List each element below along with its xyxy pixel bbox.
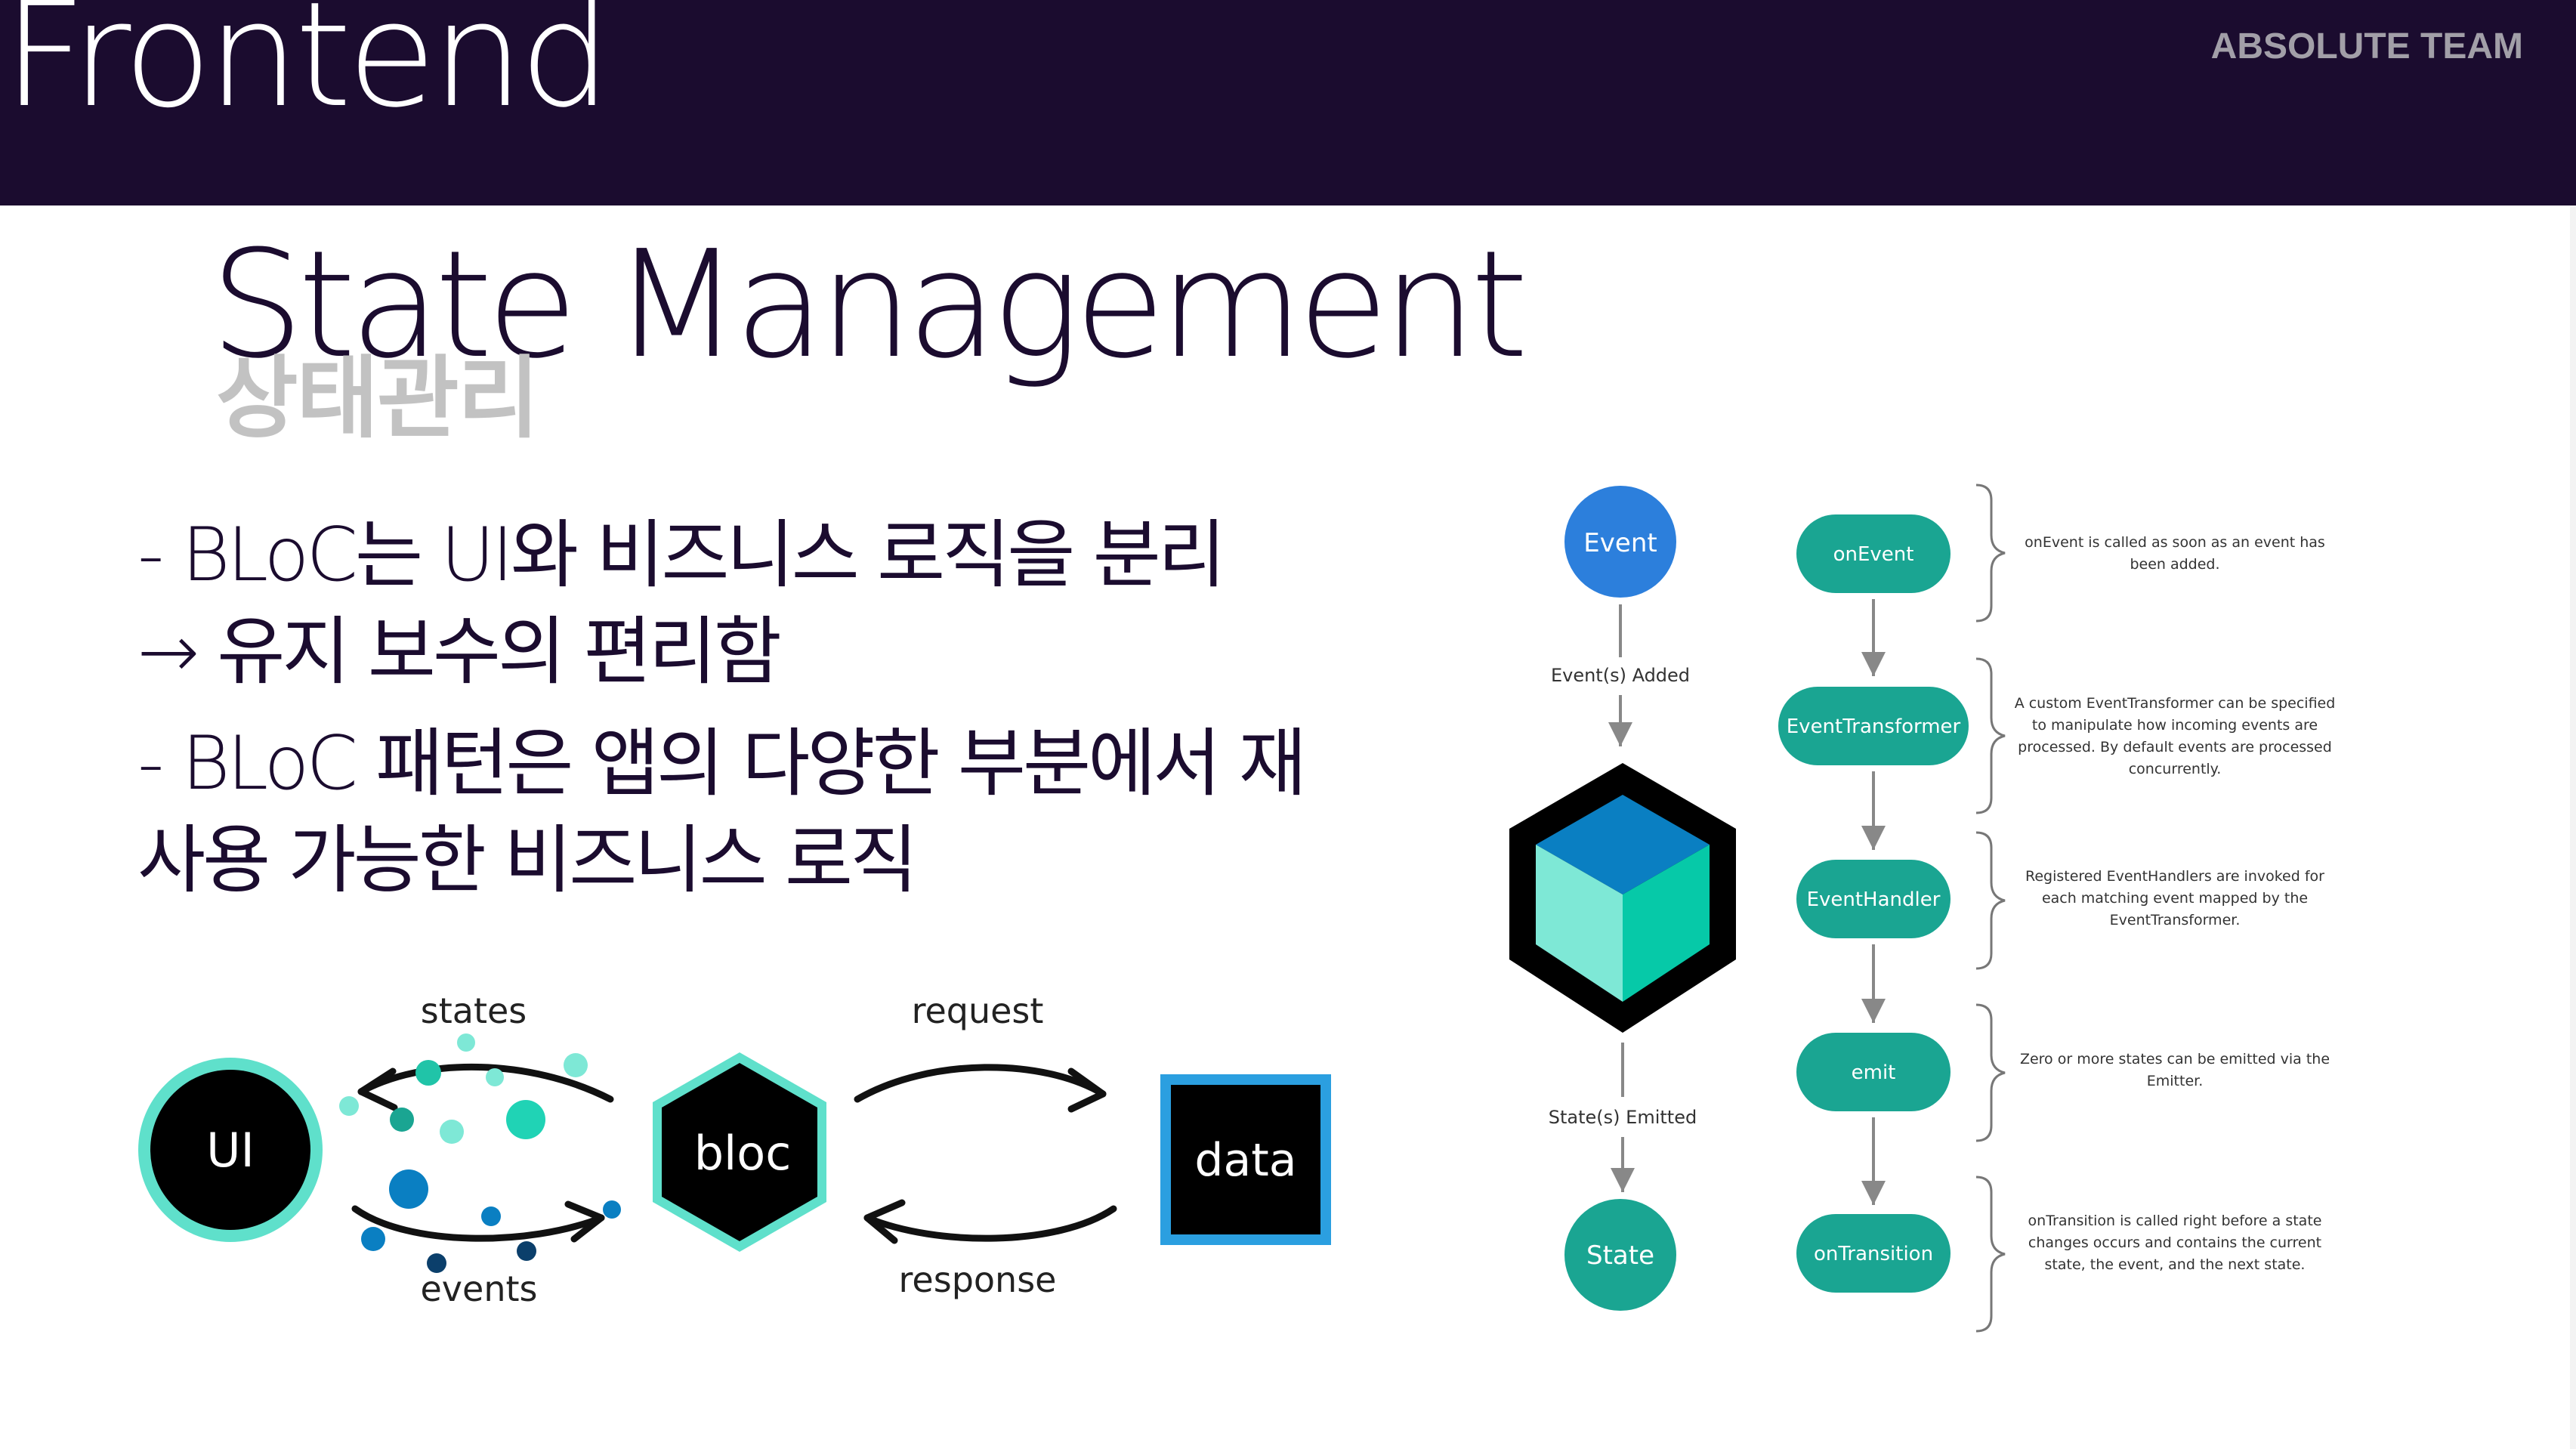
response-arrow bbox=[863, 1205, 1117, 1242]
bullet-line-2: → 유지 보수의 편리함 bbox=[137, 609, 782, 695]
bullet-line-4: 사용 가능한 비즈니스 로직 bbox=[137, 817, 918, 904]
step-eventhandler: EventHandler bbox=[1796, 860, 1951, 938]
events-label: events bbox=[421, 1268, 538, 1309]
bullet-line-3: - BLoC 패턴은 앱의 다양한 부분에서 재 bbox=[137, 721, 1307, 807]
request-arrow bbox=[854, 1064, 1107, 1103]
right-edge-strip bbox=[2570, 205, 2576, 1449]
response-label: response bbox=[899, 1259, 1057, 1300]
step-emit: emit bbox=[1796, 1033, 1951, 1111]
request-label: request bbox=[912, 990, 1044, 1031]
request-arrowhead bbox=[1067, 1067, 1107, 1113]
note-onevent: onEvent is called as soon as an event ha… bbox=[2025, 534, 2325, 573]
header-bar: Frontend ABSOLUTE TEAM bbox=[0, 0, 2576, 205]
response-arrowhead bbox=[863, 1199, 906, 1244]
states-arrow bbox=[357, 1063, 614, 1103]
events-added-label: Event(s) Added bbox=[1551, 665, 1690, 686]
bullet-line-1: - BLoC는 UI와 비즈니스 로직을 분리 bbox=[137, 512, 1226, 598]
note-emit: Zero or more states can be emitted via t… bbox=[2019, 1051, 2330, 1089]
bloc-label: bloc bbox=[694, 1126, 792, 1181]
note-braces bbox=[1975, 484, 2006, 1333]
bloc-node: bloc bbox=[653, 1052, 826, 1252]
state-node: State bbox=[1564, 1199, 1676, 1311]
event-node: Event bbox=[1564, 486, 1676, 598]
data-label: data bbox=[1194, 1134, 1296, 1187]
ui-node: UI bbox=[138, 1058, 323, 1242]
state-label: State bbox=[1586, 1240, 1654, 1271]
header-title: Frontend bbox=[3, 0, 611, 140]
step-eventtransformer: EventTransformer bbox=[1778, 687, 1969, 765]
note-eventhandler: Registered EventHandlers are invoked for… bbox=[2025, 868, 2324, 928]
event-label: Event bbox=[1583, 528, 1657, 558]
step-label: EventHandler bbox=[1807, 888, 1941, 911]
section-subtitle: 상태관리 bbox=[216, 346, 539, 450]
bloc-cube-icon bbox=[1509, 763, 1736, 1033]
step-ontransition: onTransition bbox=[1796, 1214, 1951, 1293]
ui-label: UI bbox=[206, 1123, 255, 1178]
step-label: onTransition bbox=[1814, 1243, 1933, 1265]
step-label: emit bbox=[1852, 1061, 1896, 1084]
events-arrowhead bbox=[564, 1200, 605, 1243]
step-label: EventTransformer bbox=[1787, 715, 1961, 738]
data-node: data bbox=[1160, 1074, 1331, 1245]
step-onEvent: onEvent bbox=[1796, 514, 1951, 593]
states-label: states bbox=[421, 990, 527, 1031]
section-title: State Management bbox=[210, 219, 1528, 391]
state-event-dots bbox=[339, 1033, 621, 1273]
events-arrow bbox=[351, 1205, 605, 1242]
note-ontransition: onTransition is called right before a st… bbox=[2028, 1213, 2322, 1273]
note-eventtransformer: A custom EventTransformer can be specifi… bbox=[2014, 695, 2336, 777]
step-label: onEvent bbox=[1833, 543, 1914, 566]
brand-label: ABSOLUTE TEAM bbox=[2210, 26, 2523, 66]
states-arrowhead bbox=[357, 1067, 398, 1111]
states-emitted-label: State(s) Emitted bbox=[1549, 1107, 1697, 1128]
